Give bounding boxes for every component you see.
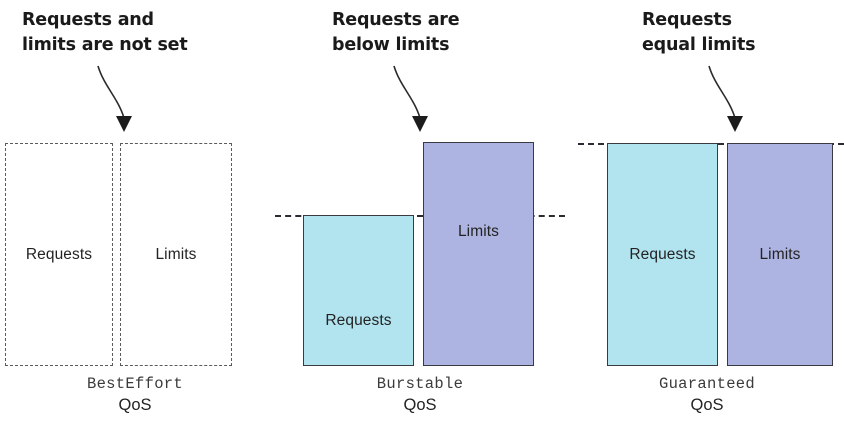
qos-class-name-burstable: Burstable (376, 375, 464, 393)
annotation-besteffort: Requests and limits are not set (22, 10, 188, 55)
bar-label-burstable-requests: Requests (325, 311, 392, 329)
bar-label-burstable-limits: Limits (457, 223, 500, 240)
bar-besteffort-limits: Limits (120, 143, 232, 366)
curved-down-arrow (708, 65, 743, 132)
bar-label-besteffort-limits: Limits (155, 245, 197, 263)
curved-down-arrow (393, 65, 428, 132)
reference-line-burstable (275, 215, 565, 217)
annotation-guaranteed: Requests equal limits (642, 10, 756, 55)
qos-suffix-guaranteed: QoS (690, 396, 724, 415)
bar-guaranteed-limits: Limits (727, 143, 833, 366)
qos-suffix-burstable: QoS (403, 396, 437, 415)
bar-burstable-limits: Limits (423, 142, 534, 366)
annotation-burstable: Requests are below limits (332, 10, 460, 55)
bar-label-guaranteed-requests: Requests (629, 245, 696, 263)
qos-class-name-besteffort: BestEffort (86, 375, 183, 393)
qos-class-name-guaranteed: Guaranteed (658, 375, 755, 393)
bar-guaranteed-requests: Requests (607, 143, 718, 366)
plot-area-guaranteed: Requests Limits (570, 0, 844, 433)
bar-burstable-requests: Requests (303, 215, 414, 366)
bar-label-guaranteed-limits: Limits (759, 245, 801, 263)
bar-label-besteffort-requests: Requests (25, 245, 93, 263)
curved-down-arrow (97, 65, 132, 132)
qos-suffix-besteffort: QoS (118, 396, 152, 415)
bar-besteffort-requests: Requests (5, 143, 113, 366)
plot-area-burstable: Requests Limits (270, 0, 570, 433)
plot-area-besteffort: Requests Limits (0, 0, 270, 433)
